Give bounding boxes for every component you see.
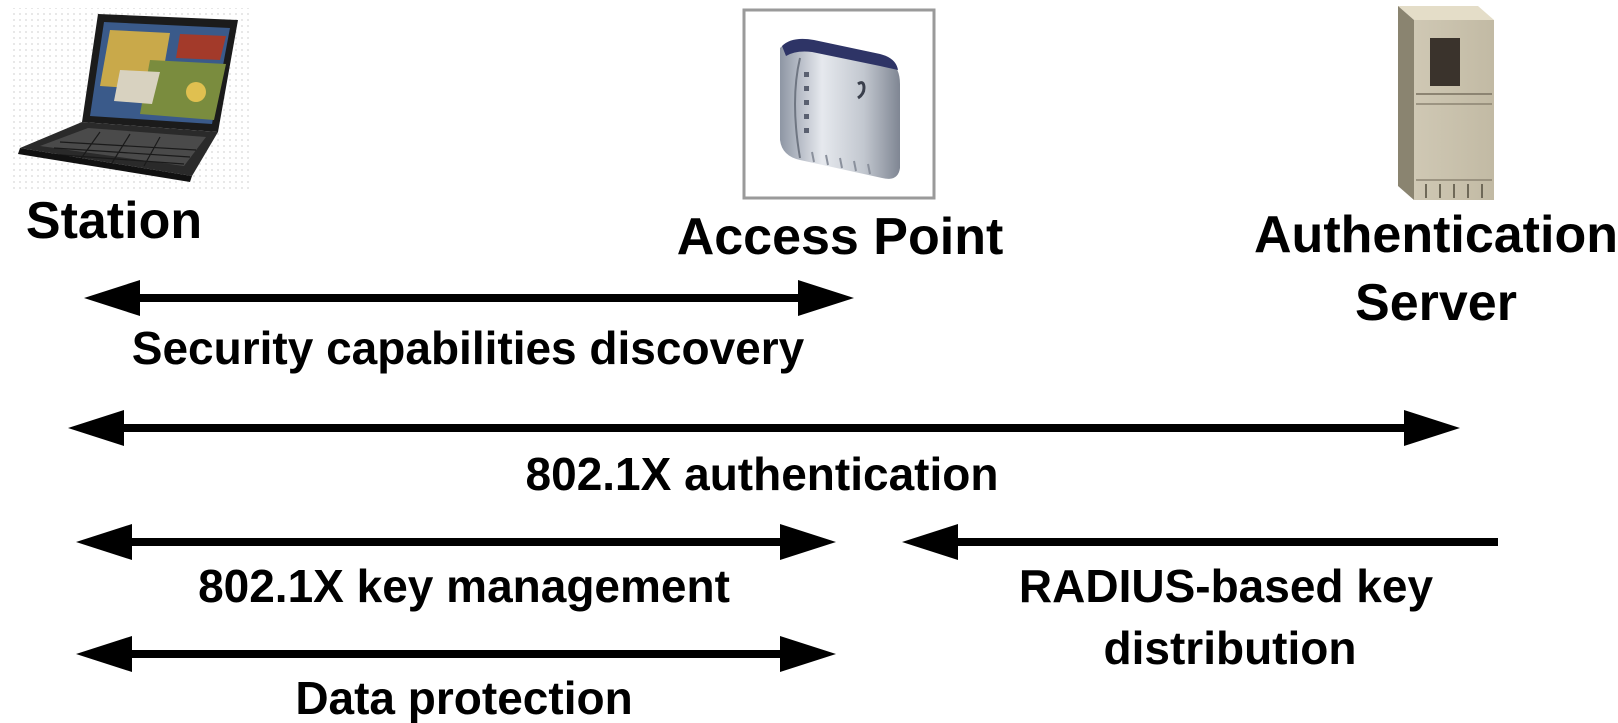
key-mgmt-arrow [76,524,836,560]
station-label: Station [26,192,202,250]
access-point-icon [742,8,936,200]
key-mgmt-label: 802.1X key management [198,560,730,612]
data-protection-arrow [76,636,836,672]
radius-label-line1: RADIUS-based key [1019,560,1434,612]
radius-label-line2: distribution [1104,622,1357,674]
data-protection-label: Data protection [295,672,632,723]
discovery-arrow [84,280,854,316]
server-icon [1398,6,1494,200]
auth-server-label-line2: Server [1355,274,1517,332]
laptop-icon [10,8,250,190]
auth-server-label-line1: Authentication [1254,206,1618,264]
auth-label: 802.1X authentication [526,448,999,500]
auth-arrow [68,410,1460,446]
radius-arrow [902,524,1498,560]
discovery-label: Security capabilities discovery [132,322,805,374]
access-point-label: Access Point [677,208,1004,266]
